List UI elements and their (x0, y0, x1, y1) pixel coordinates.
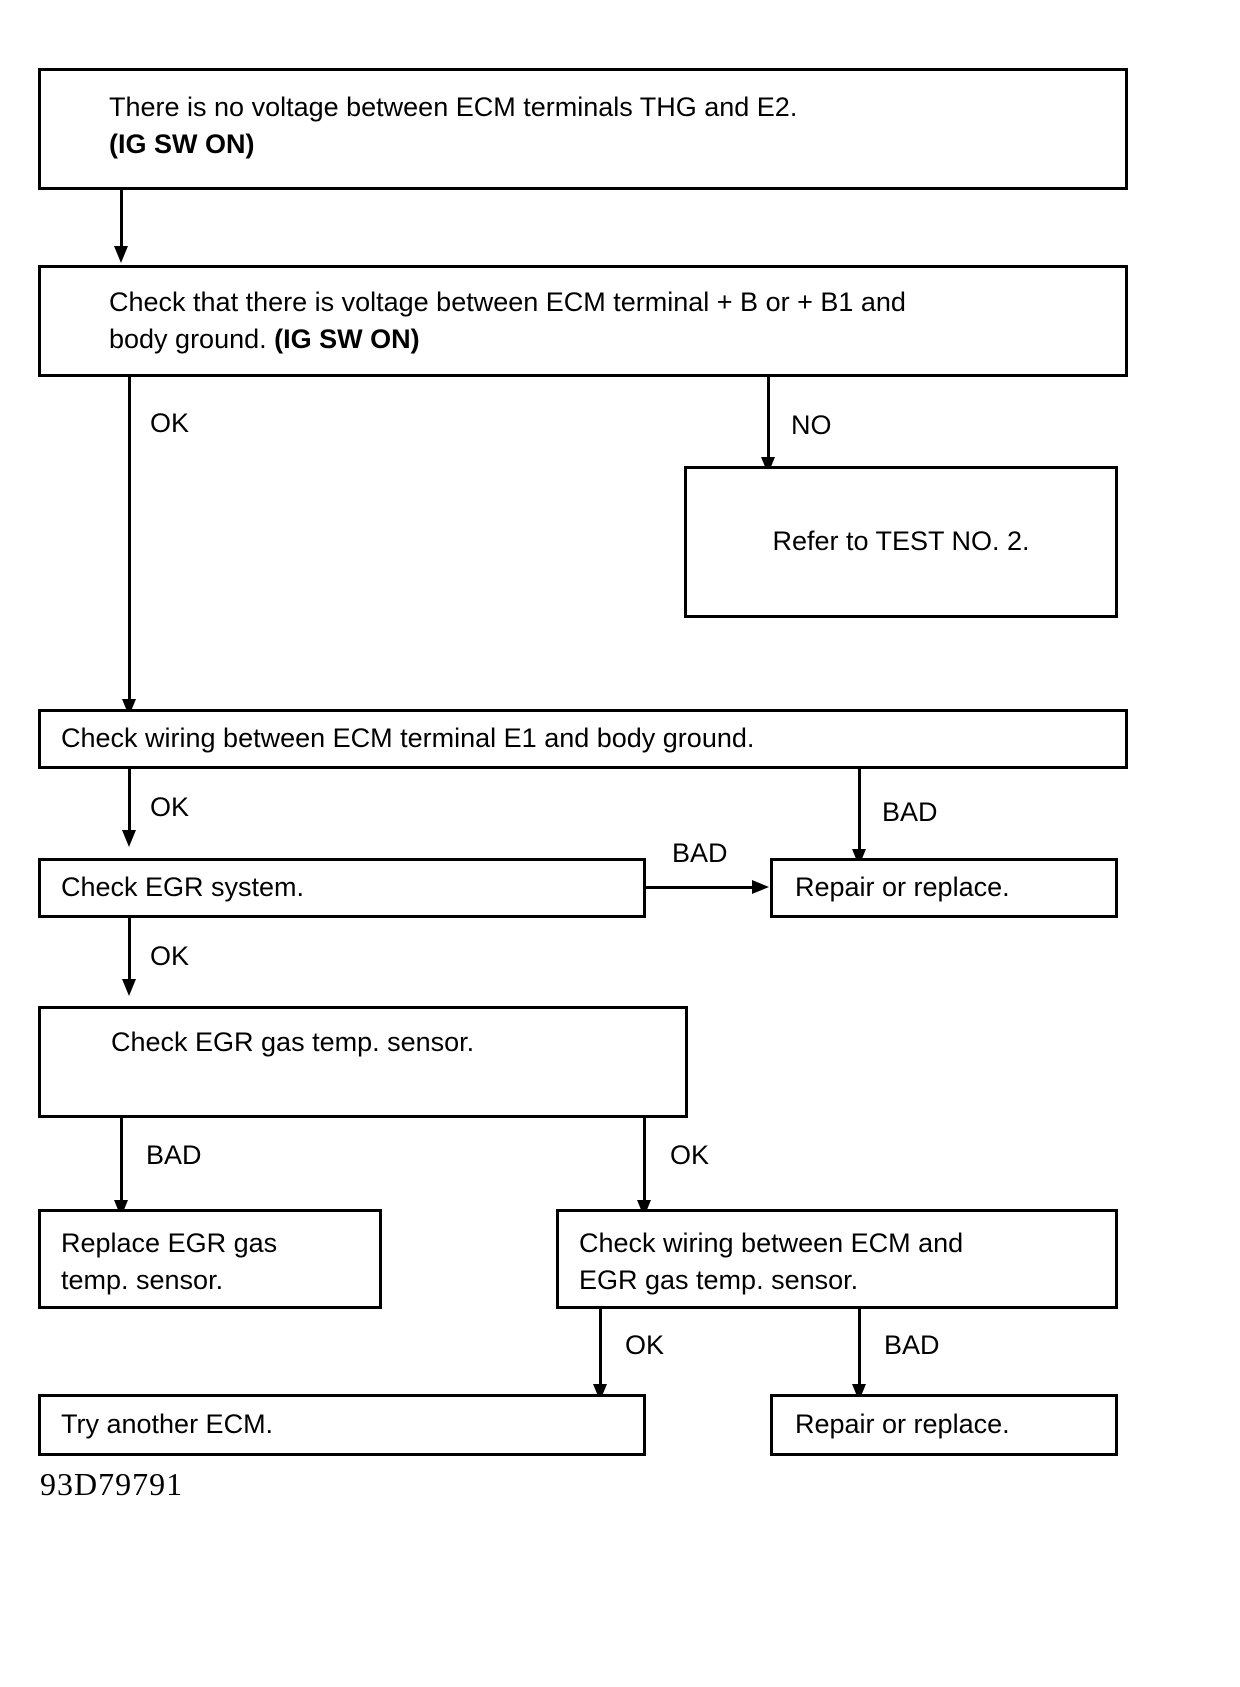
node-no-voltage-thg-e2: There is no voltage between ECM terminal… (38, 68, 1128, 190)
node-line-1: Check wiring between ECM and (579, 1228, 964, 1258)
edge-label-ok-n2-n4: OK (150, 408, 190, 438)
node-try-another-ecm: Try another ECM. (38, 1394, 646, 1456)
edge-n5-n7-line (128, 918, 131, 981)
node-line-1: There is no voltage between ECM terminal… (109, 92, 798, 122)
node-line-1: Check wiring between ECM terminal E1 and… (61, 723, 755, 754)
edge-label-bad-n4-n6: BAD (882, 797, 938, 827)
edge-n9-n10-line (599, 1309, 602, 1386)
edge-label-ok-n4-n5: OK (150, 792, 190, 822)
edge-n5-n7-arrowhead (122, 979, 136, 996)
edge-label-bad-n7-n8: BAD (146, 1140, 202, 1170)
edge-label-ok-n5-n7: OK (150, 941, 190, 971)
node-line-1: Refer to TEST NO. 2. (772, 526, 1030, 557)
node-line-2-bold: (IG SW ON) (274, 324, 420, 355)
edge-label-ok-n7-n9: OK (670, 1140, 710, 1170)
edge-n4-n6-line (858, 769, 861, 851)
node-check-egr-system: Check EGR system. (38, 858, 646, 918)
edge-n4-n5-arrowhead (122, 830, 136, 847)
edge-label-ok-n9-n10: OK (625, 1330, 665, 1360)
node-check-wiring-ecm-egr-sensor: Check wiring between ECM and EGR gas tem… (556, 1209, 1118, 1309)
edge-n4-n5-line (128, 769, 131, 832)
node-check-wiring-e1-body-ground: Check wiring between ECM terminal E1 and… (38, 709, 1128, 769)
edge-n1-n2-line (120, 190, 123, 248)
node-line-1: Check EGR gas temp. sensor. (111, 1027, 475, 1057)
node-line-2: temp. sensor. (61, 1265, 224, 1296)
node-line-2: (IG SW ON) (109, 129, 255, 160)
edge-n7-n9-line (643, 1118, 646, 1202)
page-id-label: 93D79791 (40, 1466, 184, 1502)
edge-label-no-n2-n3: NO (791, 410, 832, 440)
edge-n5-n6-line (646, 886, 754, 889)
edge-label-bad-n9-n11: BAD (884, 1330, 940, 1360)
node-line-1: Check that there is voltage between ECM … (109, 287, 906, 317)
node-check-egr-gas-temp-sensor: Check EGR gas temp. sensor. (38, 1006, 688, 1118)
edge-label-bad-n5-n6: BAD (672, 838, 728, 868)
node-line-1: Replace EGR gas (61, 1228, 278, 1258)
node-repair-or-replace-upper: Repair or replace. (770, 858, 1118, 918)
node-line-1: Try another ECM. (61, 1409, 274, 1440)
node-line-2-text: body ground. (109, 324, 275, 355)
edge-n2-n3-line (767, 377, 770, 459)
edge-n7-n8-line (120, 1118, 123, 1202)
node-repair-or-replace-lower: Repair or replace. (770, 1394, 1118, 1456)
node-check-voltage-b-b1: Check that there is voltage between ECM … (38, 265, 1128, 377)
node-replace-egr-gas-temp-sensor: Replace EGR gas temp. sensor. (38, 1209, 382, 1309)
node-line-2: EGR gas temp. sensor. (579, 1265, 859, 1296)
edge-n5-n6-arrowhead (752, 880, 769, 894)
edge-n1-n2-arrowhead (114, 246, 128, 263)
edge-n2-n4-line (128, 377, 131, 701)
node-line-2: body ground. (IG SW ON) (109, 321, 1125, 358)
node-line-1: Repair or replace. (795, 1409, 1010, 1440)
node-line-1: Repair or replace. (795, 872, 1010, 903)
edge-n9-n11-line (858, 1309, 861, 1386)
node-refer-test-no-2: Refer to TEST NO. 2. (684, 466, 1118, 618)
node-line-1: Check EGR system. (61, 872, 305, 903)
